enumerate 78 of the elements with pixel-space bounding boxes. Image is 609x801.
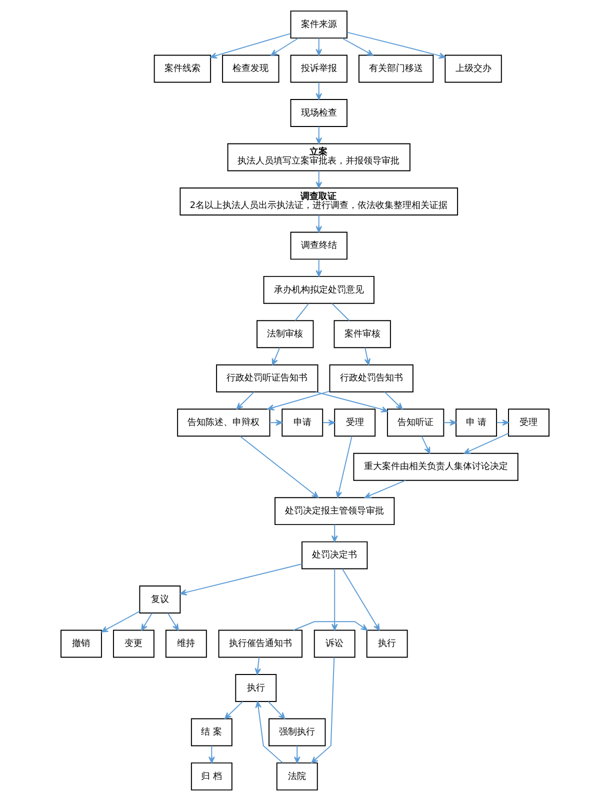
node-box: 维持 (164, 630, 206, 658)
node-box: 受理 (334, 408, 376, 437)
arrow (310, 656, 334, 764)
arrow (266, 390, 330, 410)
arrow (364, 480, 406, 498)
node-box: 调查终结 (290, 232, 347, 260)
arrow (330, 568, 338, 631)
arrow (239, 436, 318, 498)
node-box: 变更 (112, 630, 154, 658)
arrow (315, 126, 322, 144)
arrow (315, 170, 322, 188)
node-box: 现场检查 (290, 99, 347, 127)
node-box: 诉讼 (313, 630, 355, 658)
node-box: 执行 (366, 630, 408, 658)
arrow (496, 419, 508, 426)
arrow (335, 436, 352, 498)
node-box: 撤销 (60, 630, 102, 658)
arrow (346, 32, 446, 59)
node-box: 处罚决定书 (301, 541, 368, 570)
node-box: 案件线索 (153, 54, 211, 83)
connector (294, 303, 309, 322)
node-box: 法院 (276, 762, 318, 790)
connector (330, 303, 350, 322)
arrow (330, 524, 338, 542)
node-box: 结 案 (190, 718, 232, 746)
node-box: 案件来源 (290, 10, 347, 39)
node-box: 受理 (508, 408, 549, 437)
node-box: 立案 执法人员填写立案审批表，并报领导审批 (226, 143, 410, 172)
arrow (179, 564, 302, 596)
arrow (254, 701, 283, 764)
node-box: 归 档 (190, 762, 232, 790)
node-box: 处罚决定报主管领导审批 (274, 497, 394, 526)
arrow (140, 612, 152, 631)
node-box: 行政处罚听证告知书 (216, 364, 318, 392)
arrow (236, 391, 254, 410)
node-box: 申请 (281, 408, 323, 437)
arrow (341, 568, 380, 631)
arrow (293, 745, 300, 764)
arrow (315, 38, 322, 56)
arrow (463, 432, 508, 454)
node-box: 案件审核 (333, 320, 390, 348)
arrow (384, 391, 402, 410)
node-box: 调查取证 2名以上执法人员出示执法证，进行调查，依法收集整理相关证据 (179, 188, 458, 216)
arrow (341, 38, 373, 56)
node-box: 告知听证 (386, 408, 444, 437)
arrow (292, 621, 368, 631)
node-box: 行政处罚告知书 (328, 364, 413, 392)
node-box: 投诉举报 (290, 54, 347, 83)
node-box: 承办机构拟定处罚意见 (262, 276, 374, 304)
arrow (270, 38, 298, 56)
arrow (267, 701, 285, 720)
node-box: 法制审核 (256, 320, 314, 348)
node-box: 检查发现 (222, 54, 279, 83)
arrow (315, 82, 322, 100)
node-box: 申 请 (455, 408, 497, 437)
arrow (210, 33, 291, 59)
node-box: 执行 (234, 674, 276, 702)
arrow (314, 391, 388, 412)
node-box: 上级交办 (444, 54, 502, 83)
arrow (315, 258, 322, 277)
arrow (100, 610, 140, 632)
node-box: 有关部门移送 (358, 54, 434, 83)
arrow (268, 419, 282, 426)
arrow (364, 347, 370, 366)
arrow (166, 612, 178, 631)
arrow (224, 701, 243, 720)
node-box: 复议 (138, 586, 180, 614)
arrow (271, 347, 280, 366)
arrow (442, 419, 456, 426)
arrow (208, 745, 214, 764)
arrow (254, 656, 261, 675)
node-box: 执行催告通知书 (218, 630, 302, 658)
node-box: 强制执行 (268, 718, 326, 746)
node-box: 告知陈述、申辩权 (176, 408, 270, 437)
arrow (322, 419, 335, 426)
arrow (315, 214, 322, 233)
arrow (420, 436, 430, 454)
node-box: 重大案件由相关负责人集体讨论决定 (352, 452, 518, 481)
